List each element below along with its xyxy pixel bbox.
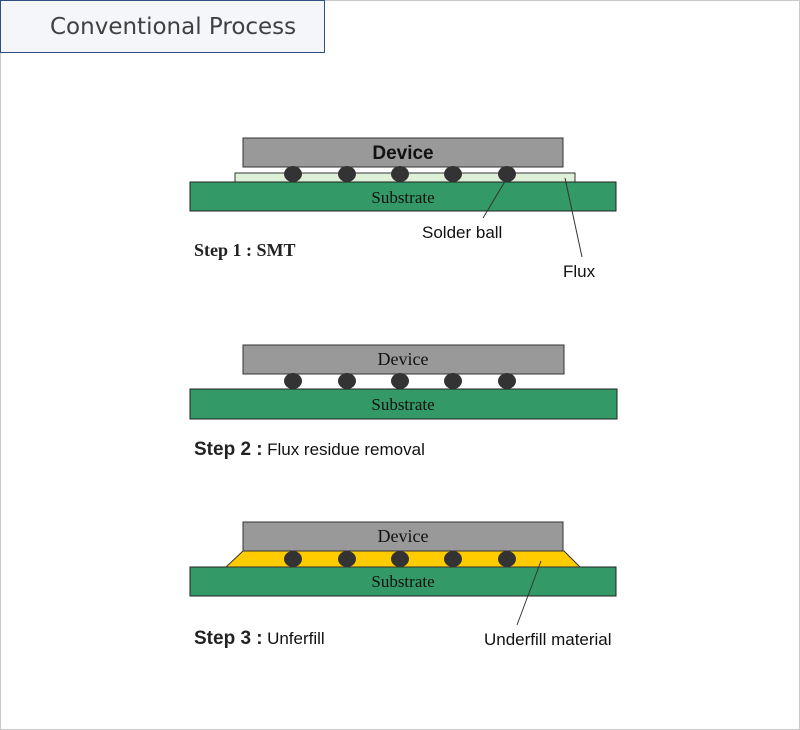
step-1-device-label: Device bbox=[372, 143, 433, 164]
solder-ball bbox=[338, 373, 356, 389]
flux-callout: Flux bbox=[563, 262, 596, 281]
solder-ball bbox=[498, 373, 516, 389]
step-1-label: Step 1 : SMT bbox=[194, 240, 296, 260]
step-2-label: Step 2 : Flux residue removal bbox=[194, 439, 425, 460]
step-3-label: Step 3 : Unferfill bbox=[194, 628, 325, 649]
solder-ball bbox=[444, 551, 462, 567]
step-3-device bbox=[242, 521, 564, 552]
step-1-substrate bbox=[189, 181, 617, 212]
step-2-solder-balls bbox=[284, 373, 516, 389]
step-3-substrate-label: Substrate bbox=[371, 572, 434, 591]
step-2-group: Device Substrate Step 2 : Flux residue r… bbox=[189, 344, 618, 460]
solder-ball bbox=[391, 551, 409, 567]
solder-ball bbox=[284, 166, 302, 182]
solder-ball bbox=[498, 551, 516, 567]
solder-ball bbox=[391, 373, 409, 389]
step-3-number: Step 3 : bbox=[194, 628, 263, 649]
step-1-group: Device Substrate Solder ball Flux Step 1… bbox=[189, 137, 617, 281]
solder-ball bbox=[391, 166, 409, 182]
step-3-device-label: Device bbox=[378, 526, 429, 546]
step-1-substrate-label: Substrate bbox=[371, 188, 434, 207]
step-1-device bbox=[242, 137, 564, 168]
step-2-number: Step 2 : bbox=[194, 439, 263, 460]
step-2-substrate bbox=[189, 388, 618, 420]
step-2-substrate-label: Substrate bbox=[371, 395, 434, 414]
step-1-number: Step 1 : bbox=[194, 240, 252, 260]
step-3-name: Unferfill bbox=[267, 629, 325, 648]
page-title: Conventional Process bbox=[0, 0, 325, 53]
step-1-solder-balls bbox=[284, 166, 516, 182]
underfill-callout-line bbox=[516, 560, 542, 626]
solder-ball bbox=[338, 551, 356, 567]
step-2-device-label: Device bbox=[378, 349, 429, 369]
solder-ball-callout: Solder ball bbox=[422, 223, 502, 242]
solder-ball bbox=[444, 166, 462, 182]
step-3-solder-balls bbox=[284, 551, 516, 567]
underfill-callout: Underfill material bbox=[484, 630, 612, 649]
solder-ball bbox=[498, 166, 516, 182]
step-2-name: Flux residue removal bbox=[267, 440, 425, 459]
step-3-substrate bbox=[189, 566, 617, 597]
solder-ball bbox=[284, 373, 302, 389]
flux-callout-line bbox=[564, 177, 583, 258]
step-3-group: Device Substrate Underfill material Step… bbox=[189, 521, 617, 649]
solder-ball bbox=[338, 166, 356, 182]
solder-ball-callout-line bbox=[482, 177, 508, 219]
step-1-name: SMT bbox=[257, 240, 296, 260]
solder-ball bbox=[284, 551, 302, 567]
solder-ball bbox=[444, 373, 462, 389]
